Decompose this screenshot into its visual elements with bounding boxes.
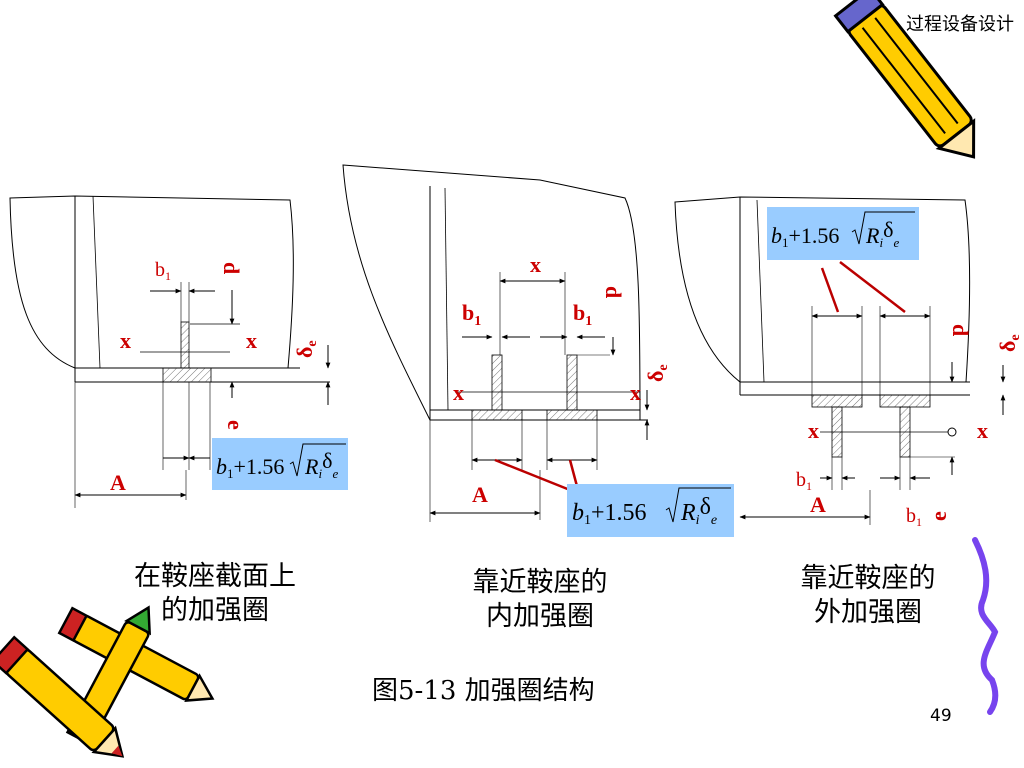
page-number: 49 <box>930 706 952 726</box>
header-title: 过程设备设计 <box>906 14 1014 35</box>
svg-text:Riδe: Riδe <box>680 494 717 528</box>
figure-caption: 图5-13 加强圈结构 <box>372 676 595 706</box>
formula-box: b1+1.56 Riδe <box>212 438 348 490</box>
caption-line: 的加强圈 <box>161 595 269 626</box>
pencil-icon <box>833 0 976 159</box>
formula-box: b1+1.56 Riδe <box>567 484 734 537</box>
label-d: d <box>219 262 244 274</box>
svg-text:Riδe: Riδe <box>304 448 338 481</box>
svg-text:b1+1.56: b1+1.56 <box>216 454 284 481</box>
label-A: A <box>810 492 826 517</box>
label-x-left: x <box>808 418 819 443</box>
label-delta-e: δe <box>643 364 671 382</box>
label-e: e <box>926 511 951 521</box>
label-x-right: x <box>246 328 257 353</box>
label-b1-left: b1 <box>462 300 481 329</box>
label-A: A <box>110 470 126 495</box>
svg-text:b1+1.56: b1+1.56 <box>572 500 647 528</box>
label-x-left: x <box>120 328 131 353</box>
panel-outer-ring: b1+1.56 Riδe d δe x x b1 A b1 e <box>674 196 1023 529</box>
svg-text:b1+1.56: b1+1.56 <box>771 223 839 250</box>
caption-line: 靠近鞍座的 <box>800 563 936 594</box>
panel-inner-ring: x d b1 b1 x x δe A b1+1.56 Riδe <box>342 164 734 537</box>
label-x-left: x <box>453 380 464 405</box>
caption-line: 内加强圈 <box>486 601 594 632</box>
label-b1-bottom: b1 <box>906 505 922 529</box>
label-b1: b1 <box>155 259 171 283</box>
label-delta-e: δe <box>995 334 1023 352</box>
label-d: d <box>948 324 973 336</box>
caption-outer-ring: 靠近鞍座的 外加强圈 <box>768 562 968 630</box>
caption-line: 在鞍座截面上 <box>134 561 296 592</box>
label-delta-e: δe <box>292 340 320 358</box>
label-e: e <box>223 420 248 430</box>
formula-box: b1+1.56 Riδe <box>767 207 919 260</box>
curly-bracket-icon <box>972 537 999 715</box>
label-A: A <box>472 482 488 507</box>
label-x-right: x <box>630 380 641 405</box>
svg-text:Riδe: Riδe <box>865 217 899 250</box>
caption-line: 靠近鞍座的 <box>472 567 608 598</box>
panel-saddle-section: b1 d x x δe e A b1+1.56 Riδe <box>9 195 348 508</box>
caption-saddle-section: 在鞍座截面上 的加强圈 <box>105 560 325 628</box>
label-d: d <box>601 286 626 298</box>
pencils-cluster-icon <box>0 605 215 758</box>
label-x-top: x <box>530 252 541 277</box>
caption-inner-ring: 靠近鞍座的 内加强圈 <box>440 566 640 634</box>
label-x-right: x <box>977 418 988 443</box>
label-b1-right: b1 <box>573 300 592 329</box>
label-b1-top: b1 <box>796 469 812 493</box>
caption-line: 外加强圈 <box>814 597 922 628</box>
